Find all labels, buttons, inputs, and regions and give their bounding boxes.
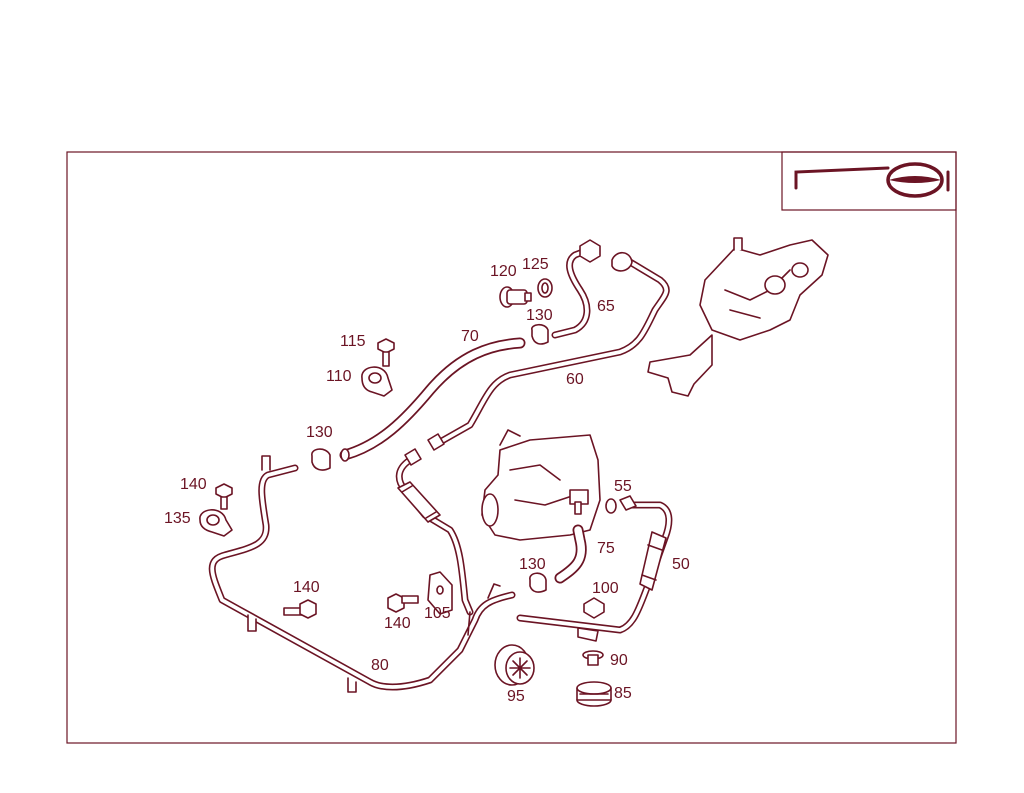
return-line-80[interactable] <box>208 455 516 693</box>
callout-labels: 120 125 65 130 70 115 110 60 130 140 135… <box>164 256 690 705</box>
callout-140-upper: 140 <box>180 476 207 493</box>
steering-wheel-column-icon <box>781 151 957 211</box>
callout-85: 85 <box>614 685 632 702</box>
banjo-bolt-120[interactable] <box>499 286 532 308</box>
callout-50: 50 <box>672 556 690 573</box>
callout-90: 90 <box>610 652 628 669</box>
pressure-hose-assembly[interactable] <box>395 448 474 616</box>
clamp-130-upper[interactable] <box>531 323 549 345</box>
o-ring-55[interactable] <box>605 498 617 514</box>
callout-80: 80 <box>371 657 389 674</box>
callout-100: 100 <box>592 580 619 597</box>
callout-130-lower: 130 <box>519 556 546 573</box>
power-steering-pump-icon[interactable] <box>481 429 601 541</box>
grommet-95[interactable] <box>494 644 535 686</box>
callout-95: 95 <box>507 688 525 705</box>
clamp-135[interactable] <box>199 509 233 537</box>
bracket-105[interactable] <box>427 571 453 615</box>
hose-50[interactable] <box>516 495 673 642</box>
callout-125: 125 <box>522 256 549 273</box>
washer-125[interactable] <box>537 278 553 298</box>
washer-90[interactable] <box>582 650 604 666</box>
diagram-frame <box>66 151 957 744</box>
nut-100[interactable] <box>583 597 605 619</box>
callout-115: 115 <box>340 333 366 350</box>
clamp-110[interactable] <box>361 366 393 397</box>
callout-140-middle: 140 <box>293 579 320 596</box>
callout-140-lower: 140 <box>384 615 411 632</box>
callout-105: 105 <box>424 605 451 622</box>
callout-60: 60 <box>566 371 584 388</box>
callout-130-left: 130 <box>306 424 333 441</box>
clamp-130-lower[interactable] <box>529 572 547 593</box>
bolt-115[interactable] <box>377 338 395 367</box>
rubber-mount-85[interactable] <box>576 681 612 707</box>
pipe-65[interactable] <box>551 239 601 339</box>
clamp-130-left[interactable] <box>311 448 331 471</box>
hose-75[interactable] <box>554 524 587 584</box>
bolt-140-upper[interactable] <box>215 483 233 510</box>
callout-75: 75 <box>597 540 615 557</box>
pipe-60[interactable] <box>427 251 670 451</box>
bolt-140-lower[interactable] <box>387 593 419 613</box>
callout-120: 120 <box>490 263 517 280</box>
callout-110: 110 <box>326 368 352 385</box>
steering-gear-icon[interactable] <box>647 237 829 397</box>
bolt-140-middle[interactable] <box>283 599 317 619</box>
callout-55: 55 <box>614 478 632 495</box>
callout-135: 135 <box>164 510 191 527</box>
hose-70[interactable] <box>339 337 526 462</box>
callout-65: 65 <box>597 298 615 315</box>
leader-lines <box>467 611 471 636</box>
callout-130-upper: 130 <box>526 307 553 324</box>
callout-70: 70 <box>461 328 479 345</box>
